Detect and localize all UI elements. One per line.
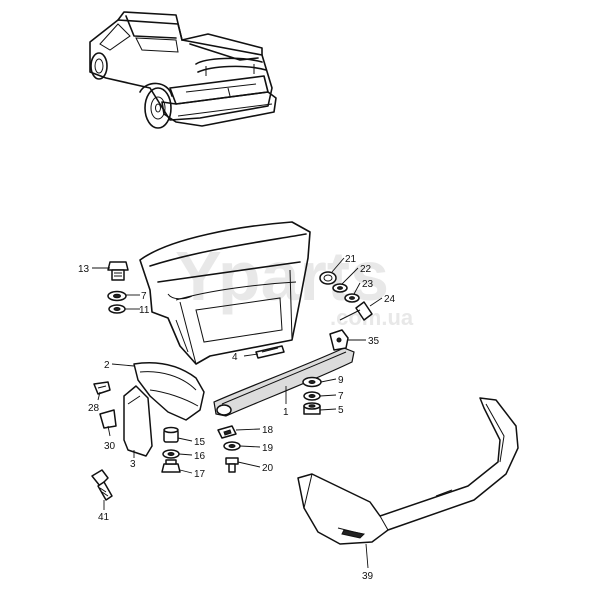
part-28-clip (93, 381, 111, 395)
callout-13: 13 (78, 264, 90, 275)
part-23-washer (344, 293, 360, 303)
callout-30: 30 (104, 441, 116, 452)
callout-20: 20 (262, 463, 274, 474)
part-35-bracket (329, 329, 349, 351)
part-21-cap (319, 271, 337, 285)
callout-7-right: 7 (338, 391, 344, 402)
part-15-clip (163, 426, 179, 443)
callout-23: 23 (362, 279, 374, 290)
part-22-washer (332, 283, 348, 293)
part-13-bolt (107, 261, 129, 281)
callout-21: 21 (345, 254, 357, 265)
part-5-nut (303, 402, 321, 415)
watermark-brand: Yparts (175, 237, 389, 315)
part-2-side-cover (133, 362, 205, 421)
callout-2: 2 (104, 360, 110, 371)
callout-5: 5 (338, 405, 344, 416)
part-16-washer (162, 449, 180, 459)
callout-28: 28 (88, 403, 100, 414)
part-3-mudflap (123, 385, 153, 457)
callout-1: 1 (283, 407, 289, 418)
callout-41: 41 (98, 512, 110, 523)
callout-39: 39 (362, 571, 374, 582)
part-39-rear-bumper (297, 397, 519, 545)
callout-16: 16 (194, 451, 206, 462)
part-7-washer-top (107, 290, 127, 302)
callout-15: 15 (194, 437, 206, 448)
part-9-nut (302, 376, 322, 388)
callout-labels: 13 7 11 2 28 30 3 15 16 17 41 4 18 19 20… (78, 254, 396, 582)
callout-17: 17 (194, 469, 206, 480)
callout-11: 11 (139, 305, 150, 316)
part-30-bracket (99, 409, 117, 429)
part-41-screw (91, 469, 113, 501)
part-4-strip (255, 345, 285, 359)
callout-9: 9 (338, 375, 344, 386)
part-1-trim (213, 347, 355, 417)
part-20-screw (225, 457, 239, 473)
callout-7-top: 7 (141, 291, 147, 302)
callout-18: 18 (262, 425, 274, 436)
callout-35: 35 (368, 336, 380, 347)
callout-22: 22 (360, 264, 372, 275)
part-7-washer-right (303, 391, 321, 401)
callout-19: 19 (262, 443, 274, 454)
part-18-clip (217, 425, 237, 439)
callout-3: 3 (130, 459, 136, 470)
part-11-washer (108, 304, 126, 314)
watermark: Yparts .com.ua (175, 237, 414, 330)
callout-4: 4 (232, 352, 238, 363)
part-24-bolt (339, 301, 373, 321)
rear-body-outline (139, 221, 311, 365)
part-17-nut (161, 459, 181, 473)
vehicle-overview (89, 11, 277, 129)
watermark-domain: .com.ua (330, 305, 414, 330)
part-19-washer (223, 441, 241, 451)
leader-lines (92, 257, 383, 569)
callout-24: 24 (384, 294, 396, 305)
